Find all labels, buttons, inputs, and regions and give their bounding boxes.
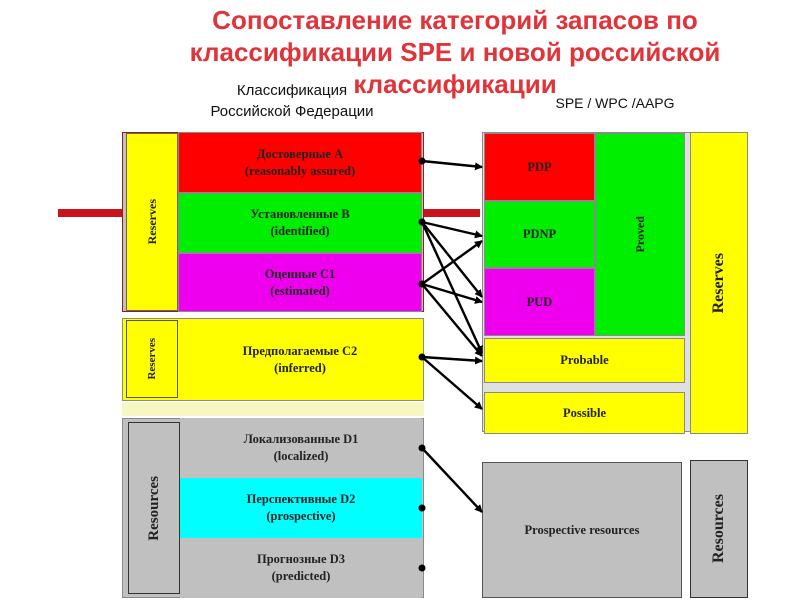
category-a: Достоверные А (reasonably assured) (178, 132, 422, 193)
arrow-c1-probable (421, 283, 483, 357)
arrow-c1-pud (421, 282, 483, 304)
slide-title: Сопоставление категорий запасов по класс… (189, 5, 721, 99)
proved-box: Proved (595, 133, 685, 336)
dot-c1 (418, 280, 426, 288)
red-bar-right (424, 209, 480, 217)
category-c1-label: Оценные С1 (264, 266, 336, 281)
dot-a (418, 157, 426, 165)
arrow-a-pdp (421, 159, 483, 171)
red-bar-left (58, 209, 122, 217)
category-c2: Предполагаемые С2 (inferred) (178, 320, 422, 400)
prospective-resources-box: Prospective resources (482, 462, 682, 598)
category-d2: Перспективные D2 (prospective) (180, 478, 422, 538)
left-header-line1: Классификация (236, 82, 348, 99)
dot-c2 (418, 353, 426, 361)
category-d3-label: Прогнозные D3 (257, 552, 345, 566)
category-a-label: Достоверные А (256, 146, 344, 161)
arrow-c2-probable (421, 355, 483, 365)
right-header: SPE / WPC /AAPG (555, 95, 675, 111)
pdnp-box: PDNP (484, 201, 595, 268)
dot-b (418, 218, 426, 226)
category-d3-sub: (predicted) (271, 569, 331, 583)
category-d1-sub: (localized) (273, 449, 329, 463)
category-b-label: Установленные В (250, 207, 350, 221)
arrow-d2-prospective (421, 447, 483, 513)
category-a-sub: (reasonably assured) (244, 163, 356, 178)
resources-label-left: Resources (128, 422, 180, 594)
resources-label-right: Resources (690, 460, 748, 598)
category-c1: Оценные С1 (estimated) (178, 253, 422, 312)
category-d1-label: Локализованные D1 (243, 432, 359, 446)
reserves-label-mid: Reserves (126, 320, 178, 398)
category-c2-label: Предполагаемые С2 (242, 344, 358, 358)
arrow-b-probable (420, 221, 484, 354)
arrow-c1-pdnp (421, 240, 483, 285)
dot-d1 (418, 444, 426, 452)
reserves-label-right: Reserves (690, 132, 748, 434)
pud-box: PUD (484, 268, 595, 336)
reserves-label-top: Reserves (126, 133, 178, 311)
dot-d3 (418, 564, 426, 572)
category-c1-sub: (estimated) (270, 283, 330, 298)
arrow-b-pud (421, 221, 483, 298)
category-b: Установленные В (identified) (178, 193, 422, 253)
category-b-sub: (identified) (270, 224, 330, 238)
pdp-box: PDP (484, 133, 595, 201)
category-d2-sub: (prospective) (266, 509, 336, 523)
arrow-b-pdnp (421, 220, 483, 239)
category-d1: Локализованные D1 (localized) (180, 418, 422, 478)
left-header: Классификация Российской Федерации (172, 80, 412, 122)
arrow-c2-possible (421, 356, 483, 410)
category-d3: Прогнозные D3 (predicted) (180, 538, 422, 598)
possible-box: Possible (484, 392, 685, 434)
probable-box: Probable (484, 338, 685, 383)
left-header-line2: Российской Федерации (210, 103, 374, 120)
category-d2-label: Перспективные D2 (246, 492, 356, 506)
category-c2-sub: (inferred) (274, 361, 326, 375)
dot-d2 (418, 504, 426, 512)
pale-yellow-strip (122, 402, 424, 416)
